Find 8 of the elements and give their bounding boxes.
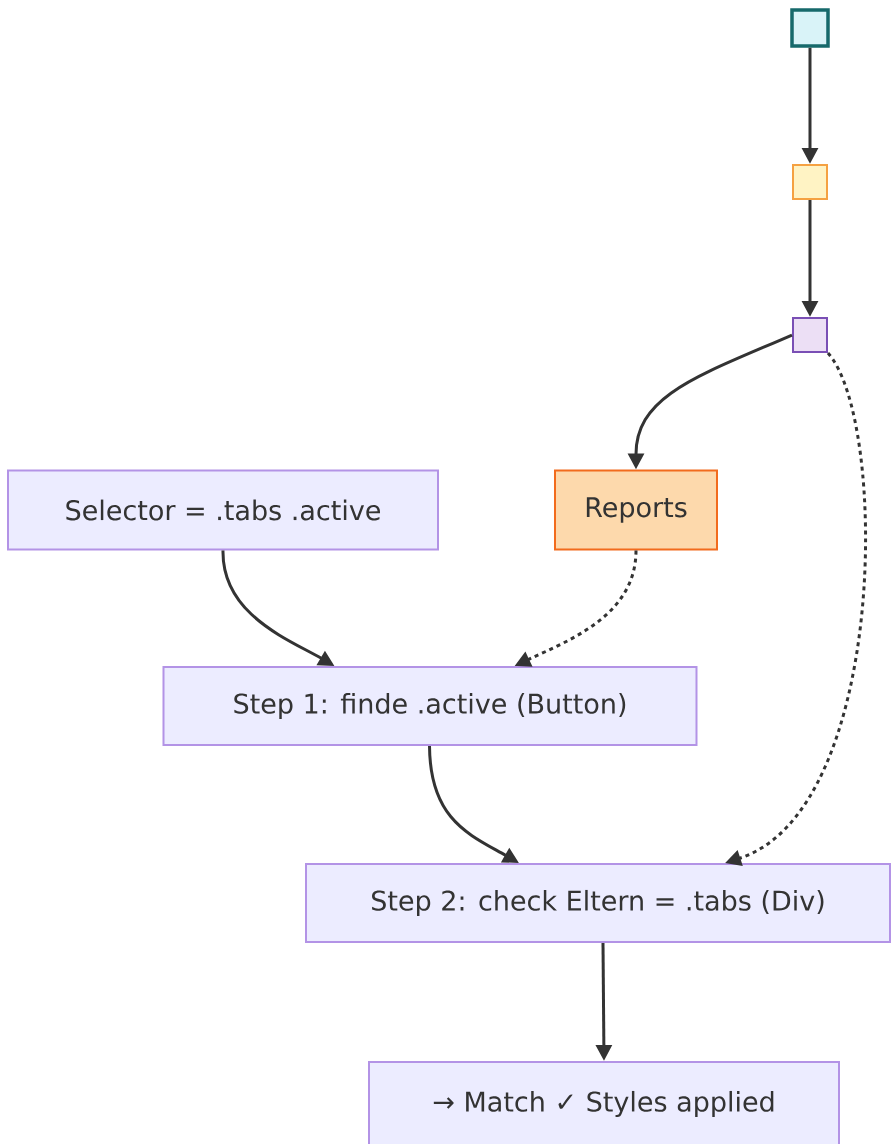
process-box: Selector = .tabs .active — [7, 469, 439, 551]
process-box: → Match ✓ Styles applied — [368, 1061, 840, 1144]
square-node — [792, 317, 828, 353]
process-box: Step 1: finde .active (Button) — [162, 666, 698, 746]
square-node — [790, 8, 830, 48]
highlight-box: Reports — [554, 469, 718, 551]
process-box: Step 2: check Eltern = .tabs (Div) — [305, 863, 891, 943]
square-node — [792, 164, 828, 200]
